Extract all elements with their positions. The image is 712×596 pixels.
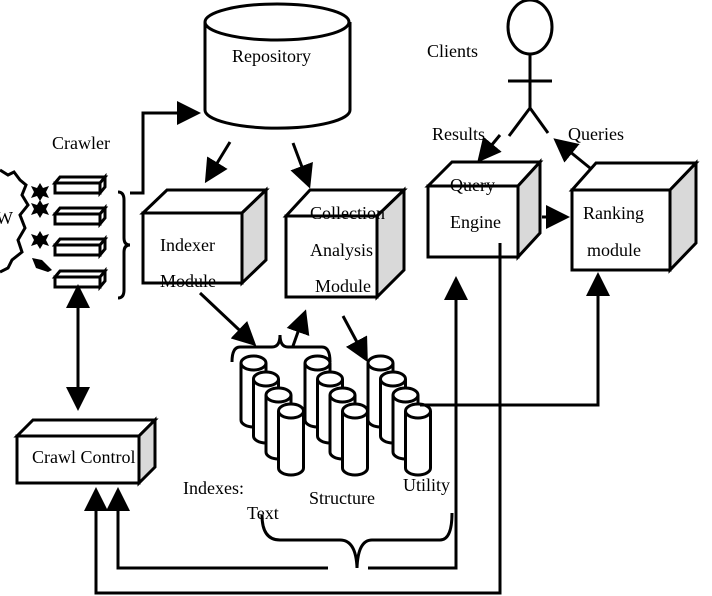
collection-analysis-module-box: Collection Analysis Module: [282, 186, 408, 301]
indexer-label-line2: Module: [160, 271, 216, 291]
ranking-label-line2: module: [587, 240, 641, 260]
crawl-control-label: Crawl Control: [32, 447, 136, 467]
star-icon: [31, 183, 49, 201]
repository-label: Repository: [232, 46, 311, 66]
query-engine-label-line2: Engine: [450, 212, 501, 232]
repository-to-indexer-arrow: [204, 141, 232, 184]
indexer-label-line1: Indexer: [160, 235, 215, 255]
indexes-to-collection-arrow: [286, 309, 310, 347]
indexer-to-indexes-arrow: [198, 291, 257, 347]
indexes-bottom-bracket: [260, 512, 454, 569]
indexes-to-query-engine-arrow: [368, 276, 468, 570]
crawler-box: [51, 266, 109, 292]
index-cylinder: [341, 402, 369, 477]
collection-label-line3: Module: [315, 276, 371, 296]
crawler-box: [51, 203, 109, 229]
star-icon: [31, 231, 49, 249]
crawler-to-repository-arrow: [130, 101, 201, 195]
ranking-module-box: Ranking module: [568, 159, 700, 274]
indexes-top-bracket: [230, 334, 332, 363]
crawler-instances: [51, 172, 109, 292]
collection-label-line1: Collection: [310, 203, 385, 223]
crawler-box: [51, 234, 109, 260]
utility-to-ranking-arrow: [420, 272, 610, 407]
star-icon: [32, 258, 52, 272]
index-cylinders: [239, 354, 432, 477]
crawler-box: [51, 172, 109, 198]
crawler-label: Crawler: [52, 133, 110, 153]
repository-to-collection-arrow: [290, 142, 313, 189]
indexes-label: Indexes:: [183, 478, 244, 498]
crawl-control-box: Crawl Control: [13, 416, 159, 487]
index-cylinder: [404, 402, 432, 477]
indexes-to-crawl-control-arrow: [106, 487, 328, 570]
crawler-bracket: [117, 190, 131, 300]
query-engine-to-crawl-control-arrow: [84, 243, 502, 595]
collection-to-indexes-arrow: [341, 315, 368, 363]
index-utility-label: Utility: [403, 475, 450, 495]
star-icon: [31, 200, 49, 218]
clients-label: Clients: [427, 41, 478, 61]
repository-cylinder: Repository: [203, 2, 352, 130]
results-label: Results: [432, 124, 485, 144]
index-text-label: Text: [247, 503, 279, 523]
index-cylinder: [277, 402, 305, 477]
results-arrow: [477, 134, 502, 163]
index-structure-label: Structure: [309, 488, 375, 508]
query-engine-label-line1: Query: [450, 175, 495, 195]
client-stick-figure: [506, 0, 554, 137]
queries-arrow: [553, 138, 591, 170]
web-label: W: [0, 208, 13, 228]
ranking-label-line1: Ranking: [583, 203, 644, 223]
indexer-module-box: Indexer Module: [139, 186, 270, 291]
collection-label-line2: Analysis: [310, 240, 373, 260]
web-cloud: W: [0, 168, 30, 274]
queries-label: Queries: [568, 124, 624, 144]
query-engine-box: Query Engine: [424, 158, 544, 261]
crawler-star-icons: [31, 183, 52, 272]
